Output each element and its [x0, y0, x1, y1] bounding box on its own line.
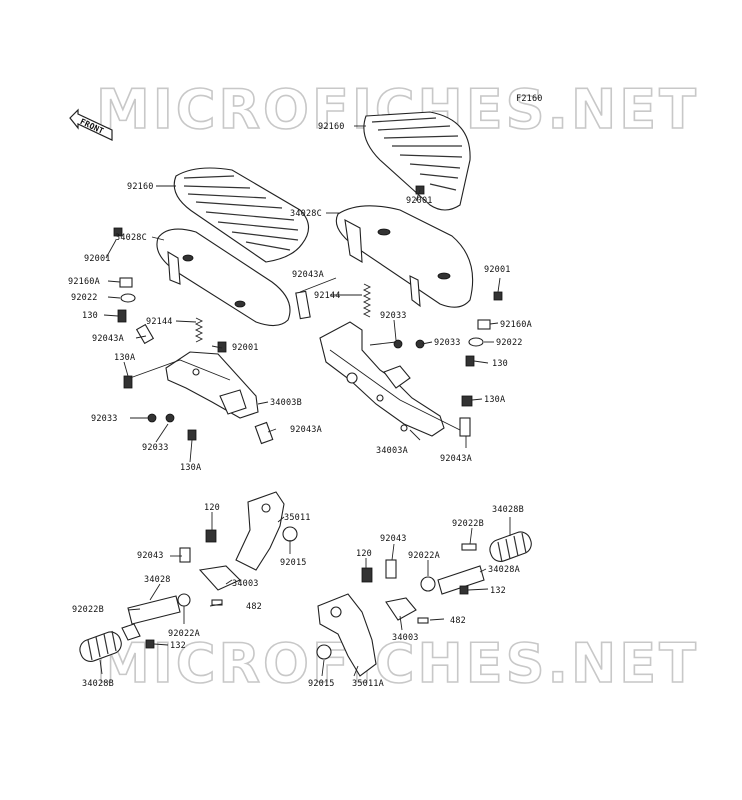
label-34028C-right: 34028C [290, 209, 322, 219]
lever-arm-34003-a [198, 565, 241, 591]
label-34003B: 34003B [270, 398, 302, 408]
right-pin-92043A-lower [459, 417, 471, 437]
label-35011: 35011 [284, 513, 311, 523]
label-92022B-b: 92022B [452, 519, 484, 529]
left-footboard-bracket [165, 351, 259, 419]
label-34028A: 34028A [488, 565, 520, 575]
label-92001-left-1: 92001 [84, 254, 111, 264]
label-92022B-a: 92022B [72, 605, 104, 615]
label-34003A: 34003A [376, 446, 408, 456]
label-92043A-right-2: 92043A [440, 454, 472, 464]
label-130-left: 130 [82, 311, 98, 321]
right-pin-92043A-upper [295, 290, 311, 320]
label-92043-a: 92043 [137, 551, 164, 561]
bottom-left-hardware [145, 526, 298, 649]
label-92043A-left-2: 92043A [290, 425, 322, 435]
label-92015-b: 92015 [308, 679, 335, 689]
left-spring-92144 [194, 317, 204, 343]
label-34028B-a: 34028B [82, 679, 114, 689]
label-34028C-left: 34028C [115, 233, 147, 243]
label-92001-left-2: 92001 [232, 343, 259, 353]
label-92015-a: 92015 [280, 558, 307, 568]
rubber-grip-34028B-left [79, 630, 122, 662]
label-35011A: 35011A [352, 679, 384, 689]
right-footboard-bracket [319, 321, 445, 437]
right-floorboard-base [335, 205, 474, 308]
right-spring-92144 [362, 283, 372, 318]
label-92022A-b: 92022A [408, 551, 440, 561]
lever-arm-34003-b [385, 597, 417, 621]
label-482-b: 482 [450, 616, 466, 626]
label-92033-left-2: 92033 [142, 443, 169, 453]
bottom-left-leaders [99, 512, 291, 675]
peg-34028 [121, 595, 181, 641]
figure-code: F2160 [516, 94, 543, 104]
label-92001-right-2: 92001 [484, 265, 511, 275]
rubber-grip-34028B-right [489, 531, 532, 563]
label-120-a: 120 [204, 503, 220, 513]
label-34028: 34028 [144, 575, 171, 585]
label-92022A-a: 92022A [168, 629, 200, 639]
watermark-bottom: MICROFICHES.NET [96, 632, 699, 695]
label-34028B-b: 34028B [492, 505, 524, 515]
bottom-right-hardware [316, 543, 477, 660]
label-92160-left: 92160 [127, 182, 154, 192]
label-130A-right: 130A [484, 395, 505, 405]
label-92160A-right: 92160A [500, 320, 532, 330]
label-120-b: 120 [356, 549, 372, 559]
label-132-a: 132 [170, 641, 186, 651]
left-floorboard-pad [173, 167, 310, 263]
label-130A-left-2: 130A [180, 463, 201, 473]
label-92043-b: 92043 [380, 534, 407, 544]
left-hardware [113, 227, 227, 441]
label-482-a: 482 [246, 602, 262, 612]
label-92144-left: 92144 [146, 317, 173, 327]
lever-bracket-35011A [317, 593, 377, 677]
label-92001-right-1: 92001 [406, 196, 433, 206]
label-92022-right: 92022 [496, 338, 523, 348]
part-labels: 92160 92160 34028C 34028C 92001 92001 92… [68, 122, 532, 689]
label-34003-a: 34003 [232, 579, 259, 589]
label-92022-left: 92022 [71, 293, 98, 303]
right-leader-lines [299, 125, 501, 448]
label-92160-right: 92160 [318, 122, 345, 132]
label-92033-right-1: 92033 [380, 311, 407, 321]
left-pins-92043A [135, 323, 274, 445]
label-92160A-left: 92160A [68, 277, 100, 287]
label-130A-left-1: 130A [114, 353, 135, 363]
label-92033-left-1: 92033 [91, 414, 118, 424]
bottom-right-leaders [321, 517, 511, 677]
label-34003-b: 34003 [392, 633, 419, 643]
label-92144-right: 92144 [314, 291, 341, 301]
label-132-b: 132 [490, 586, 506, 596]
label-92043A-right-1: 92043A [292, 270, 324, 280]
lever-bracket-35011 [235, 491, 285, 571]
left-leader-lines [103, 185, 277, 463]
left-floorboard-base [156, 228, 291, 327]
label-92043A-left-1: 92043A [92, 334, 124, 344]
right-floorboard-pad [363, 111, 471, 211]
label-92033-right-2: 92033 [434, 338, 461, 348]
peg-34028A [437, 565, 485, 595]
label-130-right: 130 [492, 359, 508, 369]
